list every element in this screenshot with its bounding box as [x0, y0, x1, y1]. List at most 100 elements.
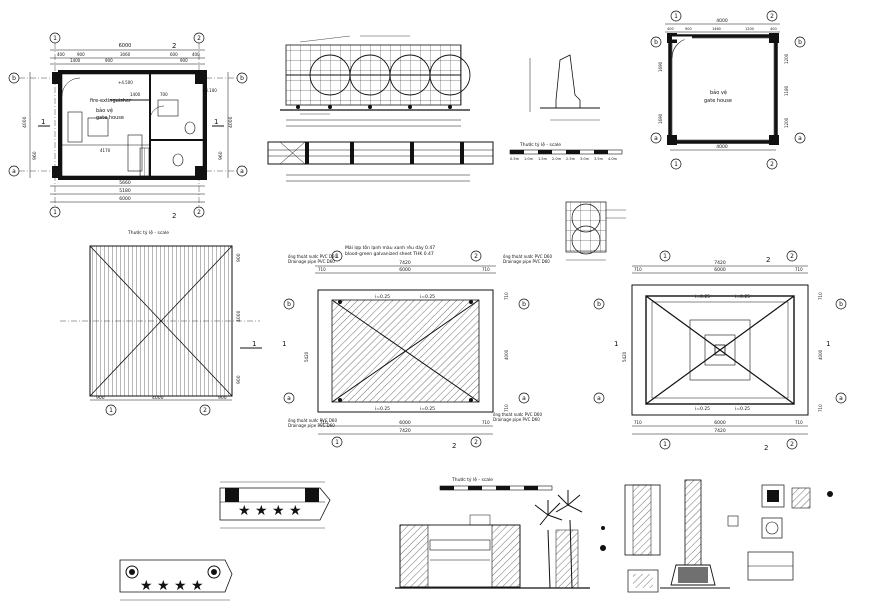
dim-side: 4000 [236, 310, 242, 322]
dim-top-sub: 400 [667, 27, 674, 31]
pipe-note: ống thoát nước PVC D60 [493, 412, 542, 417]
svg-text:★ ★ ★ ★: ★ ★ ★ ★ [238, 503, 302, 519]
scale-tick: 4.0m [608, 157, 618, 161]
scale-tick: 2.0m [552, 157, 562, 161]
slope-label: i=0.25 [695, 294, 710, 300]
dim-top-sub: 1200 [745, 27, 754, 31]
room-label: bảo vệ [96, 107, 113, 114]
slope-label: i=0.25 [735, 406, 750, 412]
slope-label: i=0.25 [375, 294, 390, 300]
pipe-note: Drainage pipe PVC D60 [493, 417, 540, 422]
sign-board-bottom: ★ ★ ★ ★ [119, 559, 233, 601]
inner-dim: 700 [160, 92, 168, 97]
floor-plan-gatehouse-small: 1 2 4000 400 900 1460 1200 400 bảo vệ ga… [650, 10, 806, 170]
grid-label: b [798, 39, 802, 46]
dim-side: 710 [818, 404, 823, 412]
dim-left: 1690 [658, 113, 663, 124]
scale-bar: Thước tỷ lệ - scale [439, 476, 553, 491]
dim-left: 4000 [22, 116, 28, 128]
grid-label: 2 [770, 161, 774, 168]
dim-side: 4000 [818, 349, 823, 360]
scale-tick: 3.0m [580, 157, 590, 161]
roof-plan-middle: Mái lợp tôn lạnh màu xanh rêu dày 0.47 b… [282, 244, 552, 450]
grid-label: 1 [53, 209, 57, 216]
dim-top: 710 [318, 267, 326, 272]
dim-top: 7420 [399, 260, 411, 266]
pipe-note: Drainage pipe PVC D60 [503, 259, 550, 264]
pipe-note: ống thoát nước PVC D60 [503, 254, 552, 259]
grid-label: b [522, 301, 526, 308]
grid-label: 1 [53, 35, 57, 42]
section-mark: 1 [41, 118, 45, 126]
slope-label: i=0.25 [375, 406, 390, 412]
room-label: gate house [96, 115, 124, 121]
dim-side: 710 [504, 404, 509, 412]
scale-bar: Thước tỷ lệ - scale 0.5m 1.0m 1.5m 2.0m … [509, 141, 623, 161]
dim-top: 6000 [714, 267, 726, 273]
grid-bubble-2 [193, 206, 205, 218]
dim-bottom: 6000 [714, 420, 726, 426]
dim-top: 7420 [714, 260, 726, 266]
grid-label: 1 [674, 161, 678, 168]
scale-tick: 1.5m [538, 157, 548, 161]
roof-note: blood-green galvanized sheet THK 0.47 [345, 251, 434, 257]
dim-top-sub: 1460 [712, 27, 721, 31]
dim-top-sub2: 900 [180, 58, 188, 63]
dim-right: 1200 [784, 53, 789, 64]
grid-label: 2 [770, 13, 774, 20]
dim-top: 710 [634, 267, 642, 272]
section-mark: 2 [766, 256, 770, 264]
pipe-note: Drainage pipe PVC D60 [288, 259, 335, 264]
grid-label: a [597, 395, 601, 402]
dim-top-sub2: 900 [105, 58, 113, 63]
grid-label: 1 [663, 441, 667, 448]
grid-label: a [798, 135, 802, 142]
dim-bottom: 7420 [714, 428, 726, 434]
room-label: bảo vệ [710, 89, 727, 96]
dim-right: 4000 [228, 116, 234, 128]
grid-bubble-b [236, 72, 248, 84]
dim-left: 960 [32, 151, 38, 160]
section-mark: 1 [826, 340, 830, 348]
dim-top: 710 [795, 267, 803, 272]
roof-plan-left: Thước tỷ lệ - scale 1 900 4000 900 900 4… [60, 229, 262, 416]
dim-top: 6000 [399, 267, 411, 273]
dim-side: 5420 [304, 351, 309, 362]
fence-section [529, 54, 600, 121]
dim-bottom: 710 [482, 420, 490, 425]
grid-label: a [839, 395, 843, 402]
dim-bottom: 900 [218, 395, 227, 401]
elevation-mark: +4.500 [118, 80, 133, 85]
grid-bubble-a [236, 165, 248, 177]
pipe-note: Drainage pipe PVC D60 [288, 423, 335, 428]
dim-bottom: 900 [96, 395, 105, 401]
scale-tick: 1.0m [524, 157, 534, 161]
pipe-note: ống thoát nước PVC D60 [288, 254, 337, 259]
section-mark: 1 [614, 340, 618, 348]
grid-label: a [12, 168, 16, 175]
dim-bottom: 5180 [119, 188, 131, 194]
dim-top-sub: 400 [192, 52, 200, 57]
grid-label: a [654, 135, 658, 142]
dim-side: 5420 [622, 351, 627, 362]
dim-bottom: 4000 [716, 144, 728, 150]
dim-right: 1180 [784, 85, 789, 96]
dim-bottom: 5660 [119, 180, 131, 186]
grid-label: 2 [197, 35, 201, 42]
dim-side: 710 [504, 292, 509, 300]
scale-title: Thước tỷ lệ - scale [127, 229, 169, 236]
grid-label: b [12, 75, 16, 82]
grid-label: 2 [474, 439, 478, 446]
grid-label: 2 [790, 441, 794, 448]
grid-label: 1 [663, 253, 667, 260]
grid-label: a [240, 168, 244, 175]
dim-bottom: 710 [795, 420, 803, 425]
slope-label: i=0.25 [735, 294, 750, 300]
dim-top: 710 [482, 267, 490, 272]
pipe-note: ống thoát nước PVC D60 [288, 418, 337, 423]
grid-label: b [839, 301, 843, 308]
column-details [600, 479, 833, 593]
section-mark: 1 [282, 340, 286, 348]
roof-note: Mái lợp tôn lạnh màu xanh rêu dày 0.47 [345, 244, 435, 251]
